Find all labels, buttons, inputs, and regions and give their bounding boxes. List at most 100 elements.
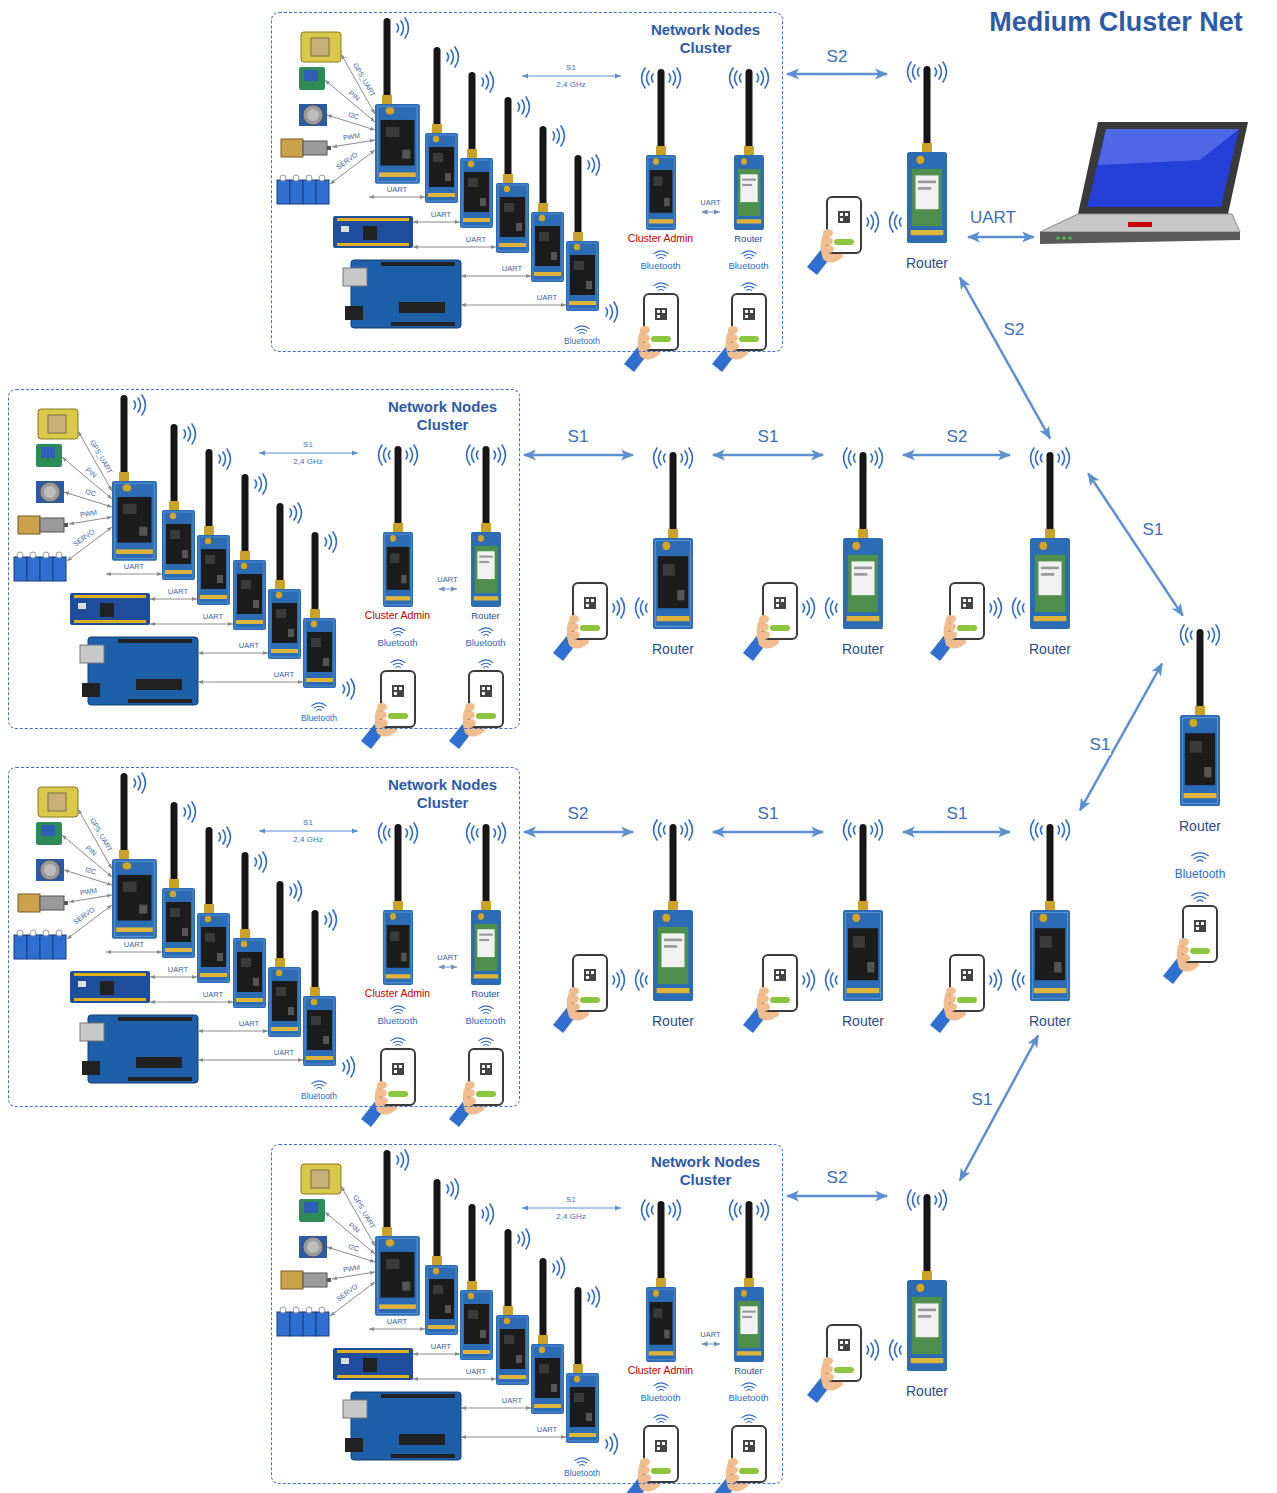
signal-label: UART: [969, 208, 1017, 228]
signal-label: UART: [167, 588, 189, 597]
node-label: Router: [652, 641, 694, 658]
node-label: Cluster Admin: [365, 609, 430, 622]
signal-label: SERVO: [71, 905, 97, 927]
signal-label: I2C: [346, 110, 361, 121]
cluster-router-node: RouterBluetooth: [724, 67, 773, 275]
cluster-router-node: RouterBluetooth: [461, 822, 510, 1030]
link-label: S2: [1003, 320, 1026, 340]
router-node: Router: [891, 56, 963, 274]
cluster-box: Network Nodes ClusterCluster AdminBlueto…: [8, 767, 520, 1107]
node-label: Router: [652, 1013, 694, 1030]
signal-label: UART: [273, 1049, 295, 1058]
signal-label: UART: [501, 1397, 523, 1406]
signal-label: UART: [238, 1020, 260, 1029]
signal-label: S1: [565, 1195, 577, 1204]
signal-label: Bluetooth: [563, 337, 601, 347]
cluster-illustration: [14, 395, 506, 749]
router-node: Router: [827, 814, 899, 1032]
link-arrow: [960, 1036, 1038, 1181]
signal-label: PWM: [79, 509, 99, 520]
router-illustrations: [553, 62, 1220, 1403]
link-label: S1: [757, 804, 780, 824]
link-label: UART: [436, 576, 458, 585]
cluster-box: Network Nodes ClusterCluster AdminBlueto…: [271, 12, 783, 352]
cluster-box: Network Nodes ClusterCluster AdminBlueto…: [8, 389, 520, 729]
link-label: S2: [826, 47, 849, 67]
router-node: Router: [1014, 814, 1086, 1032]
signal-label: PIN: [83, 466, 99, 481]
signal-label: 2,4 GHz: [292, 457, 323, 466]
signal-label: UART: [202, 613, 224, 622]
router-node: Router: [637, 814, 709, 1032]
link-arrow: [1080, 663, 1162, 810]
link-label: UART: [699, 1331, 721, 1340]
link-label: UART: [699, 199, 721, 208]
cluster-admin-node: Cluster AdminBluetooth: [361, 444, 435, 652]
uart-link: [439, 589, 458, 590]
signal-label: UART: [238, 642, 260, 651]
signal-label: Bluetooth: [563, 1469, 601, 1479]
link-label: S1: [971, 1090, 994, 1110]
signal-label: UART: [430, 211, 452, 220]
uart-link: [702, 1344, 721, 1345]
signal-label: UART: [536, 294, 558, 303]
signal-label: S1: [302, 440, 314, 449]
node-label: Cluster Admin: [628, 1364, 693, 1377]
signal-label: 2,4 GHz: [555, 1212, 586, 1221]
signal-label: Bluetooth: [300, 714, 338, 724]
link-arrow: [713, 454, 823, 457]
signal-label: SERVO: [71, 527, 97, 549]
node-label: Bluetooth: [728, 1392, 768, 1403]
signal-label: UART: [501, 265, 523, 274]
node-label: Router: [1029, 641, 1071, 658]
node-label: Router: [906, 255, 948, 272]
laptop-illustration: [1040, 122, 1248, 244]
node-label: Bluetooth: [377, 637, 417, 648]
signal-label: UART: [123, 941, 145, 950]
cluster-illustration: [277, 1150, 769, 1493]
signal-label: PIN: [346, 89, 362, 104]
signal-label: PWM: [79, 887, 99, 898]
link-arrow: [1088, 473, 1183, 615]
signal-label: I2C: [83, 865, 98, 876]
node-label: Cluster Admin: [365, 987, 430, 1000]
signal-label: UART: [273, 671, 295, 680]
cluster-router-node: RouterBluetooth: [461, 444, 510, 652]
signal-label: Bluetooth: [300, 1092, 338, 1102]
node-label: Bluetooth: [728, 260, 768, 271]
link-arrow: [903, 454, 1010, 457]
cluster-illustration: [14, 773, 506, 1127]
link-arrow: [713, 831, 823, 834]
signal-label: I2C: [83, 487, 98, 498]
link-label: S1: [757, 427, 780, 447]
signal-label: PIN: [346, 1221, 362, 1236]
router-node: Router: [827, 442, 899, 660]
link-label: S2: [826, 1168, 849, 1188]
signal-label: SERVO: [334, 1282, 360, 1304]
signal-label: I2C: [346, 1242, 361, 1253]
cluster-router-node: RouterBluetooth: [724, 1199, 773, 1407]
node-label: Router: [906, 1383, 948, 1400]
node-label: Bluetooth: [465, 1015, 505, 1026]
signal-label: PWM: [342, 1264, 362, 1275]
signal-label: UART: [167, 966, 189, 975]
node-label: Router: [734, 1365, 763, 1376]
signal-label: S1: [565, 63, 577, 72]
signal-label: 2,4 GHz: [292, 835, 323, 844]
signal-label: UART: [430, 1343, 452, 1352]
node-label: Router: [842, 1013, 884, 1030]
node-label: Router: [734, 233, 763, 244]
signal-label: UART: [386, 1318, 408, 1327]
uart-link: [439, 967, 458, 968]
link-arrow: [524, 454, 633, 457]
router-node: Router: [637, 442, 709, 660]
uart-arrow: [968, 236, 1034, 239]
signal-label: PWM: [342, 132, 362, 143]
link-arrow: [787, 73, 887, 76]
node-label: Bluetooth: [640, 260, 680, 271]
node-label: Router: [471, 610, 500, 621]
link-label: S1: [1089, 735, 1112, 755]
signal-label: UART: [386, 186, 408, 195]
node-label: Bluetooth: [1175, 867, 1226, 881]
